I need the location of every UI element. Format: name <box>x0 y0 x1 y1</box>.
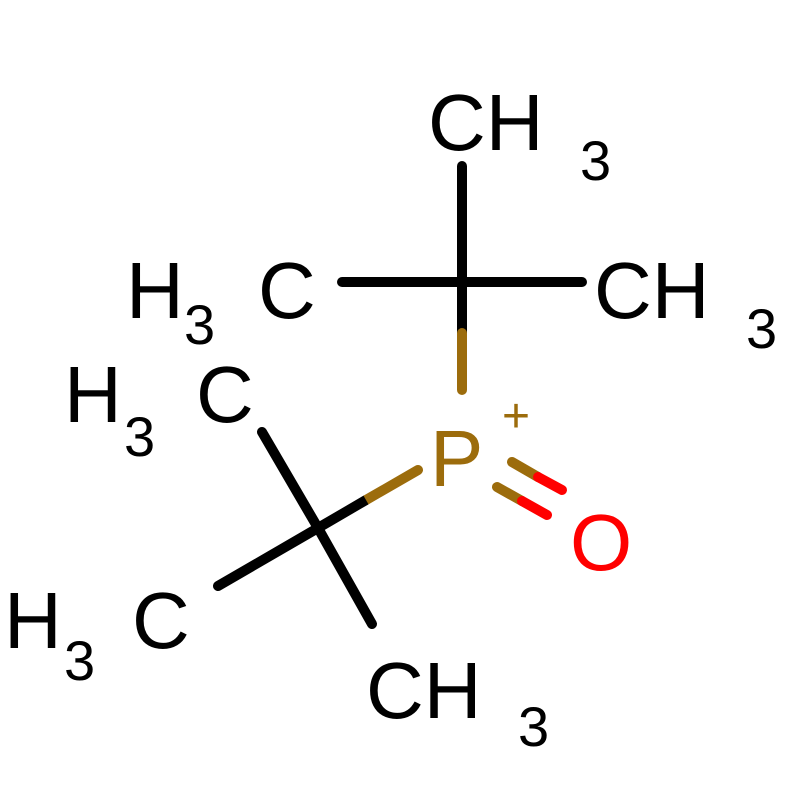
bonds-lower-tert-butyl <box>213 427 423 629</box>
bond-c-ch3-lower-left <box>213 523 323 591</box>
bond-c-ch3-lower-top <box>257 427 323 533</box>
bond-p-o-line2-red <box>517 496 552 520</box>
bond-p-o-line1-gold <box>507 457 543 482</box>
bond-p-c-lower-black <box>315 495 369 533</box>
bond-p-o-line1-red <box>533 472 567 495</box>
bond-c-ch3-lower-bottom <box>313 523 377 629</box>
phosphorus-label: P+ <box>430 390 530 503</box>
bonds-upper-tert-butyl <box>337 161 587 395</box>
bond-p-c-lower-gold <box>361 465 423 505</box>
bond-p-o-double <box>492 457 567 520</box>
oxygen-label: O <box>570 498 632 587</box>
